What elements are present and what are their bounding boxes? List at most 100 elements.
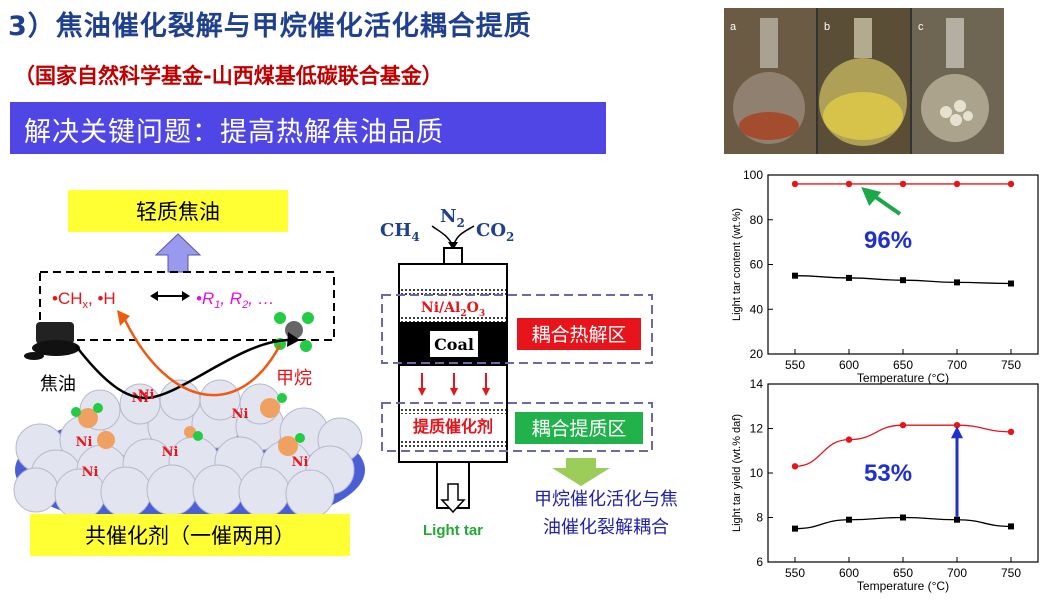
methane-molecule-icon	[274, 312, 314, 352]
light-tar-label: 轻质焦油	[136, 200, 220, 224]
upgrading-zone-label: 耦合提质区	[531, 418, 626, 440]
upgrading-zone-tag	[515, 412, 643, 444]
upgrade-catalyst-label: 提质催化剂	[413, 417, 493, 436]
upgrade-catalyst-layer	[400, 414, 506, 440]
flask-photos-svg: a b c	[724, 8, 1004, 154]
y-tick-label: 60	[750, 258, 764, 272]
methane-label: 甲烷	[276, 368, 312, 389]
gas-in-curve-left	[431, 225, 453, 245]
y-tick-label: 80	[750, 213, 764, 227]
data-point	[900, 277, 906, 284]
data-point	[845, 180, 853, 188]
x-tick-label: 650	[893, 358, 913, 372]
y-tick-label: 10	[750, 466, 764, 480]
data-point	[791, 463, 799, 470]
data-point	[846, 274, 852, 281]
tar-path-arrowhead	[287, 332, 300, 347]
data-point	[846, 516, 852, 523]
x-tick-label: 650	[893, 566, 913, 580]
data-point	[953, 421, 961, 429]
photo-label-a: a	[730, 21, 737, 33]
funding-subtitle: （国家自然科学基金-山西煤基低碳联合基金）	[14, 64, 443, 88]
photo-label-b: b	[824, 21, 830, 33]
x-tick-label: 700	[947, 358, 967, 372]
tar-droplet-icon	[24, 322, 80, 360]
tar-label: 焦油	[40, 374, 76, 395]
annotation-arrowhead	[951, 426, 963, 439]
result-arrow-icon	[552, 458, 610, 486]
gas-in-curve-right	[453, 225, 475, 245]
y-tick-label: 20	[750, 347, 764, 361]
y-tick-label: 40	[750, 302, 764, 316]
co2-label: CO2	[476, 220, 514, 244]
coal-label-box	[430, 331, 478, 357]
data-point	[954, 279, 960, 286]
x-tick-label: 750	[1001, 566, 1021, 580]
data-point	[792, 525, 798, 532]
double-arrow-icon	[150, 291, 190, 301]
ch4-label: CH4	[380, 220, 420, 244]
light-tar-output-label: Light tar	[423, 522, 483, 539]
reactor-inlet	[443, 247, 463, 265]
data-point	[845, 436, 853, 443]
caption-line-1: 甲烷催化活化与焦	[534, 489, 678, 510]
annotation-96: 96%	[864, 227, 912, 254]
data-point	[1007, 428, 1015, 436]
tar-path-curve	[75, 338, 291, 400]
packing-layer-3	[400, 408, 506, 414]
x-tick-label: 600	[839, 358, 859, 372]
downflow-arrows	[418, 373, 490, 396]
y-tick-label: 14	[750, 378, 764, 391]
catalyst-label-box	[30, 514, 350, 556]
data-point	[899, 421, 907, 429]
packing-layer-2	[400, 316, 506, 322]
radical-r: •R1, R2, …	[196, 289, 275, 311]
light-tar-box	[68, 190, 288, 232]
gas-in-arrowhead	[448, 242, 458, 250]
y-tick-label: 6	[756, 555, 763, 569]
pyrolysis-zone-tag	[517, 318, 641, 350]
radical-ch: •CHx, •H	[52, 289, 116, 311]
annotation-53: 53%	[864, 460, 912, 487]
methane-path-arrowhead	[117, 310, 130, 326]
y-axis-label: Light tar content (wt.%)	[731, 208, 743, 321]
photo-label-c: c	[918, 21, 924, 33]
pyrolysis-zone-label: 耦合热解区	[531, 324, 626, 346]
x-tick-label: 550	[785, 358, 805, 372]
pyrolysis-zone-box	[381, 294, 653, 364]
ni-label-2: Ni	[232, 407, 249, 422]
data-point	[1007, 180, 1015, 188]
n2-label: N2	[440, 206, 465, 230]
data-point	[1008, 523, 1014, 530]
up-arrow-icon	[154, 233, 202, 273]
reactor-body	[398, 263, 508, 463]
page-title: 3）焦油催化裂解与甲烷催化活化耦合提质	[8, 11, 532, 42]
catalyst-label: 共催化剂（一催两用）	[85, 524, 295, 548]
annotation-arrowhead	[861, 186, 882, 206]
data-point	[899, 180, 907, 188]
reactor-outlet	[436, 461, 470, 509]
data-point	[900, 514, 906, 521]
ni-label-5: Ni	[82, 465, 99, 480]
key-problem-banner: 解决关键问题：提高热解焦油品质	[10, 102, 606, 154]
x-tick-label: 700	[947, 566, 967, 580]
packing-layer-4	[400, 440, 506, 448]
outlet-arrow-icon	[440, 483, 466, 514]
ni-label-3: Ni	[76, 435, 93, 450]
mechanism-diagram: 轻质焦油 •CHx, •H •R1, R2, … Ni Ni Ni Ni Ni	[13, 190, 365, 556]
x-axis-label: Temperature (°C)	[857, 371, 949, 385]
data-point	[792, 272, 798, 279]
data-point	[954, 516, 960, 523]
data-point	[791, 180, 799, 188]
upgrading-zone-box	[381, 402, 653, 452]
data-point	[1008, 280, 1014, 287]
catalyst-surface: Ni Ni Ni Ni Ni Ni	[13, 379, 365, 530]
packing-layer-1	[400, 288, 506, 296]
ni-label-path: Ni	[138, 388, 155, 403]
y-tick-label: 8	[756, 511, 763, 525]
y-axis-label: Light tar yield (wt.% daf)	[731, 414, 743, 532]
data-point	[953, 180, 961, 188]
y-tick-label: 12	[750, 422, 764, 436]
